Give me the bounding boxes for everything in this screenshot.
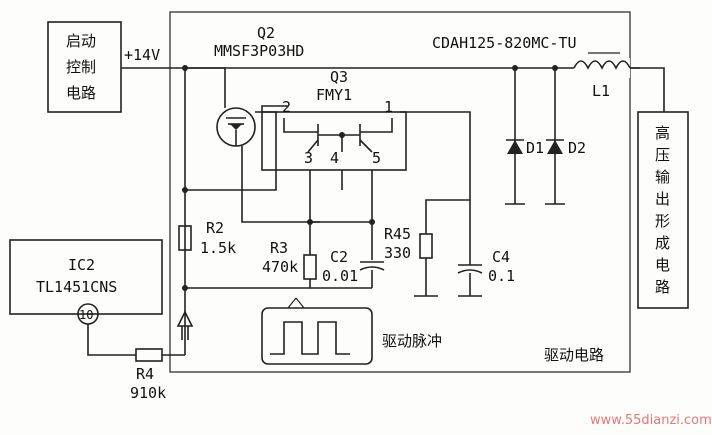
q3-pin-2: 2 [282,98,291,116]
q3-part: FMY1 [316,86,352,104]
q2-part: MMSF3P03HD [214,42,304,60]
hv-label-6: 成 [655,234,670,252]
pulse-pointer-r [295,297,305,309]
startup-control-block [47,21,122,113]
hv-label-4: 出 [655,190,670,208]
drive-circuit-label: 驱动电路 [544,346,604,364]
d1-diode [507,140,523,154]
q2-name: Q2 [257,24,275,42]
d2-name: D2 [568,139,586,157]
hv-label-2: 压 [655,146,670,164]
r2-value: 1.5k [200,239,236,257]
q2-drain-wire [241,146,320,223]
q3-emitter-left [307,139,319,153]
r4-value: 910k [130,384,166,402]
r4-resistor [135,348,163,362]
r45-value: 330 [384,244,411,262]
c2-plate-bottom [359,266,385,271]
q3-pin-1: 1 [384,98,393,116]
q3-pin-5: 5 [372,149,381,167]
ic2-output-wire [87,324,136,356]
hv-label-7: 电 [655,256,670,274]
ic2-block [9,239,163,315]
q3-pin-4: 4 [330,149,339,167]
c2-name: C2 [330,248,348,266]
q3-emitter-right [359,139,373,153]
hv-label-5: 形 [655,212,670,230]
l1-name: L1 [592,82,610,100]
hv-output-block [637,111,689,309]
d1-name: D1 [526,139,544,157]
r45-resistor [419,233,433,259]
ic2-part: TL1451CNS [36,278,117,296]
l1-inductor [573,60,631,70]
watermark: www.55dianzi.com [590,413,712,428]
hv-label-8: 路 [655,278,670,296]
pulse-callout-box [261,307,373,365]
q2-source-wire [185,67,226,108]
q3-pin1-wire [400,111,471,265]
r2-resistor [178,225,192,251]
r4-name: R4 [136,365,154,383]
q2-arrow [230,124,242,130]
pulse-label: 驱动脉冲 [382,332,442,350]
ic2-pin-number: 10 [79,308,93,322]
r45-top-wire [425,199,470,234]
signal-arrow-icon [176,310,194,327]
c4-value: 0.1 [488,267,515,285]
startup-label-1: 启动 [66,32,96,50]
startup-label-3: 电路 [66,84,96,102]
r3-bottom-wire [185,279,311,289]
c4-name: C4 [492,248,510,266]
c4-plate-bottom [457,269,483,274]
r3-name: R3 [270,239,288,257]
ic2-name: IC2 [68,256,95,274]
r3-value: 470k [262,258,298,276]
d2-diode [547,140,563,154]
q3-name: Q3 [330,68,348,86]
q3-package [261,111,407,171]
drive-circuit-frame [169,11,631,373]
q3-pin-3: 3 [304,149,313,167]
q3-inner-wire-left [283,118,318,133]
c2-value: 0.01 [322,267,358,285]
r45-name: R45 [384,225,411,243]
startup-label-2: 控制 [66,58,96,76]
pulse-pointer-l [287,297,297,309]
hv-label-1: 高 [655,124,670,142]
r3-resistor [303,254,317,280]
q3-inner-wire-right [360,118,393,133]
q3-pin2-wire [261,105,288,112]
supply-label: +14V [124,46,160,64]
hv-input-wire [630,67,665,112]
pulse-waveform [270,321,350,355]
hv-label-3: 输 [655,168,670,186]
r2-name: R2 [206,219,224,237]
transformer-part: CDAH125-820MC-TU [432,34,577,52]
